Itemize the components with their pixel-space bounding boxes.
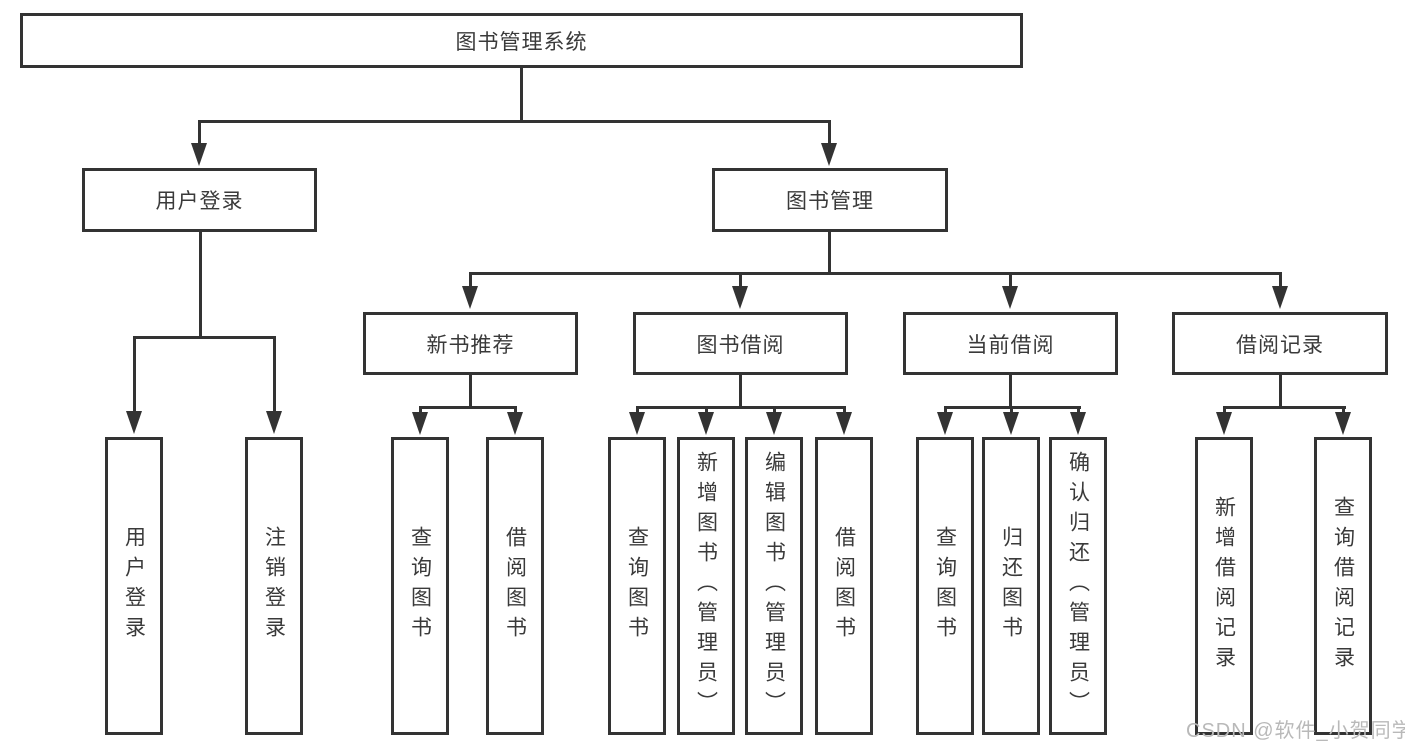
leaf-borrow-books-label: 借阅图书 bbox=[832, 526, 856, 646]
connector-stem bbox=[469, 375, 472, 409]
node-current-borrowing: 当前借阅 bbox=[903, 312, 1118, 375]
arrow-down-icon bbox=[266, 411, 282, 434]
leaf-query-books-borrowing-label: 查询图书 bbox=[625, 526, 649, 646]
node-book-borrowing-label: 图书借阅 bbox=[696, 333, 785, 357]
connector-drop bbox=[1010, 406, 1013, 416]
connector-drop bbox=[1223, 406, 1226, 416]
leaf-add-books-admin: 新增图书（管理员） bbox=[677, 437, 735, 735]
connector-drop bbox=[273, 336, 276, 411]
connector-drop bbox=[419, 406, 422, 416]
arrow-down-icon bbox=[507, 412, 523, 435]
arrow-down-icon bbox=[126, 411, 142, 434]
connector-user-login-drop bbox=[198, 120, 201, 146]
arrow-down-icon bbox=[191, 143, 207, 166]
node-current-borrowing-label: 当前借阅 bbox=[966, 333, 1055, 357]
leaf-borrow-books-recommend: 借阅图书 bbox=[486, 437, 544, 735]
leaf-query-books-current-label: 查询图书 bbox=[933, 526, 957, 646]
node-user-login-label: 用户登录 bbox=[155, 190, 244, 213]
node-user-login: 用户登录 bbox=[82, 168, 317, 232]
leaf-query-books-recommend-label: 查询图书 bbox=[408, 526, 432, 646]
leaf-edit-books-admin-label: 编辑图书（管理员） bbox=[762, 451, 786, 721]
connector-drop bbox=[843, 406, 846, 416]
connector-level2-bar bbox=[198, 120, 831, 123]
leaf-query-books-borrowing: 查询图书 bbox=[608, 437, 666, 735]
arrow-down-icon bbox=[412, 412, 428, 435]
node-book-management-label: 图书管理 bbox=[786, 190, 874, 213]
arrow-down-icon bbox=[766, 412, 782, 435]
leaf-query-books-current: 查询图书 bbox=[916, 437, 974, 735]
connector-drop bbox=[1342, 406, 1345, 416]
leaf-add-books-admin-label: 新增图书（管理员） bbox=[694, 451, 718, 721]
node-root-label: 图书管理系统 bbox=[455, 30, 588, 54]
leaf-add-borrow-record: 新增借阅记录 bbox=[1195, 437, 1253, 735]
connector-drop bbox=[739, 272, 742, 288]
node-book-borrowing: 图书借阅 bbox=[633, 312, 848, 375]
connector-drop bbox=[636, 406, 639, 416]
arrow-down-icon bbox=[1335, 412, 1351, 435]
connector-stem bbox=[1279, 375, 1282, 409]
node-borrowing-records-label: 借阅记录 bbox=[1236, 333, 1324, 357]
connector-user-login-bar bbox=[133, 336, 276, 339]
leaf-query-borrow-record-label: 查询借阅记录 bbox=[1331, 496, 1355, 676]
leaf-user-login-label: 用户登录 bbox=[122, 526, 146, 646]
leaf-borrow-books-recommend-label: 借阅图书 bbox=[503, 526, 527, 646]
arrow-down-icon bbox=[732, 286, 748, 309]
leaf-logout: 注销登录 bbox=[245, 437, 303, 735]
arrow-down-icon bbox=[629, 412, 645, 435]
connector-book-mgmt-stem bbox=[828, 232, 831, 275]
node-borrowing-records: 借阅记录 bbox=[1172, 312, 1388, 375]
node-book-management: 图书管理 bbox=[712, 168, 948, 232]
connector-drop bbox=[773, 406, 776, 416]
connector-drop bbox=[514, 406, 517, 416]
connector-drop bbox=[1279, 272, 1282, 288]
connector-bar bbox=[1223, 406, 1346, 409]
leaf-add-borrow-record-label: 新增借阅记录 bbox=[1212, 496, 1236, 676]
node-new-book-recommend: 新书推荐 bbox=[363, 312, 578, 375]
connector-bar bbox=[636, 406, 846, 409]
connector-user-login-stem bbox=[199, 232, 202, 339]
arrow-down-icon bbox=[836, 412, 852, 435]
leaf-query-books-recommend: 查询图书 bbox=[391, 437, 449, 735]
connector-drop bbox=[133, 336, 136, 411]
arrow-down-icon bbox=[1003, 412, 1019, 435]
connector-drop bbox=[469, 272, 472, 288]
arrow-down-icon bbox=[1216, 412, 1232, 435]
arrow-down-icon bbox=[821, 143, 837, 166]
connector-book-mgmt-drop bbox=[828, 120, 831, 146]
leaf-confirm-return-admin: 确认归还（管理员） bbox=[1049, 437, 1107, 735]
arrow-down-icon bbox=[1272, 286, 1288, 309]
node-root: 图书管理系统 bbox=[20, 13, 1023, 68]
node-new-book-recommend-label: 新书推荐 bbox=[426, 333, 515, 357]
leaf-return-books-label: 归还图书 bbox=[999, 526, 1023, 646]
arrow-down-icon bbox=[937, 412, 953, 435]
leaf-logout-label: 注销登录 bbox=[262, 526, 286, 646]
leaf-borrow-books: 借阅图书 bbox=[815, 437, 873, 735]
csdn-watermark: CSDN @软件_小贺同学 bbox=[1186, 720, 1405, 742]
connector-stem bbox=[1009, 375, 1012, 409]
connector-drop bbox=[705, 406, 708, 416]
connector-level3-bar bbox=[469, 272, 1282, 275]
connector-drop bbox=[1077, 406, 1080, 416]
connector-drop bbox=[944, 406, 947, 416]
arrow-down-icon bbox=[698, 412, 714, 435]
leaf-user-login: 用户登录 bbox=[105, 437, 163, 735]
connector-drop bbox=[1009, 272, 1012, 288]
arrow-down-icon bbox=[1070, 412, 1086, 435]
leaf-confirm-return-admin-label: 确认归还（管理员） bbox=[1066, 451, 1090, 721]
connector-root-stem bbox=[520, 68, 523, 123]
leaf-edit-books-admin: 编辑图书（管理员） bbox=[745, 437, 803, 735]
leaf-query-borrow-record: 查询借阅记录 bbox=[1314, 437, 1372, 735]
connector-bar bbox=[419, 406, 517, 409]
leaf-return-books: 归还图书 bbox=[982, 437, 1040, 735]
connector-stem bbox=[739, 375, 742, 409]
arrow-down-icon bbox=[1002, 286, 1018, 309]
arrow-down-icon bbox=[462, 286, 478, 309]
